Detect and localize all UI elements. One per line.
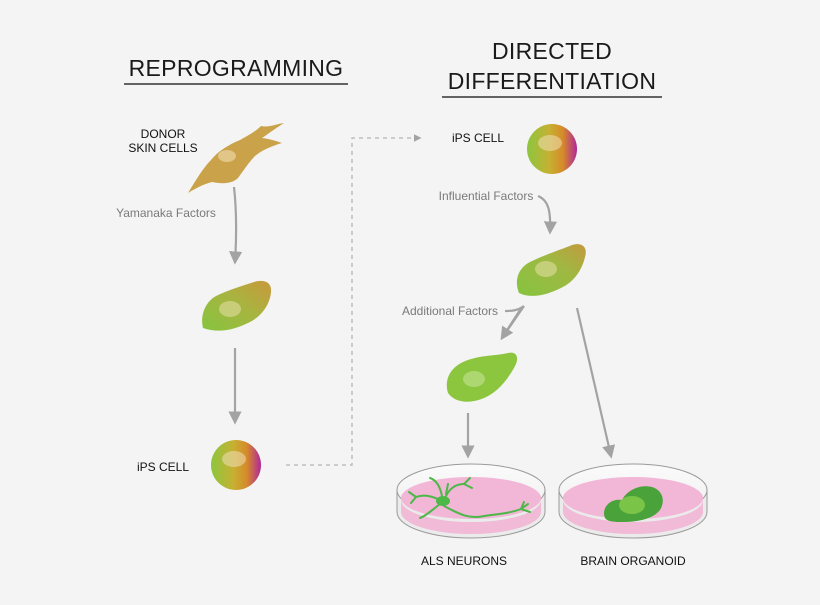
arrow-yamanaka <box>229 186 243 265</box>
progenitor-cell-icon <box>516 244 586 296</box>
reprogramming-cell-icon <box>202 280 272 331</box>
label-ips-cell-left: iPS CELL <box>137 460 189 474</box>
ips-cell-right-icon <box>527 124 577 174</box>
label-additional-factors: Additional Factors <box>402 304 498 318</box>
label-yamanaka-factors: Yamanaka Factors <box>116 206 216 220</box>
skin-cell-icon <box>188 123 284 193</box>
heading-reprogramming: REPROGRAMMING <box>129 55 344 81</box>
heading-directed: DIRECTED <box>492 38 612 64</box>
label-influential-factors: Influential Factors <box>439 189 534 203</box>
dashed-connector <box>286 134 422 466</box>
label-brain-organoid: BRAIN ORGANOID <box>580 554 686 568</box>
heading-differentiation: DIFFERENTIATION <box>448 68 657 94</box>
ips-cell-left-icon <box>211 440 261 490</box>
label-ips-cell-right: iPS CELL <box>452 131 504 145</box>
arrow-additional <box>500 309 521 341</box>
neural-cell-icon <box>446 352 518 402</box>
label-donor: DONOR <box>141 127 186 141</box>
label-skin-cells: SKIN CELLS <box>128 141 197 155</box>
arrow-to-organoid <box>575 307 616 459</box>
label-als-neurons: ALS NEURONS <box>421 554 507 568</box>
arrow-influential <box>537 194 558 235</box>
als-neurons-dish-icon <box>396 463 546 539</box>
brain-organoid-dish-icon <box>558 463 708 539</box>
